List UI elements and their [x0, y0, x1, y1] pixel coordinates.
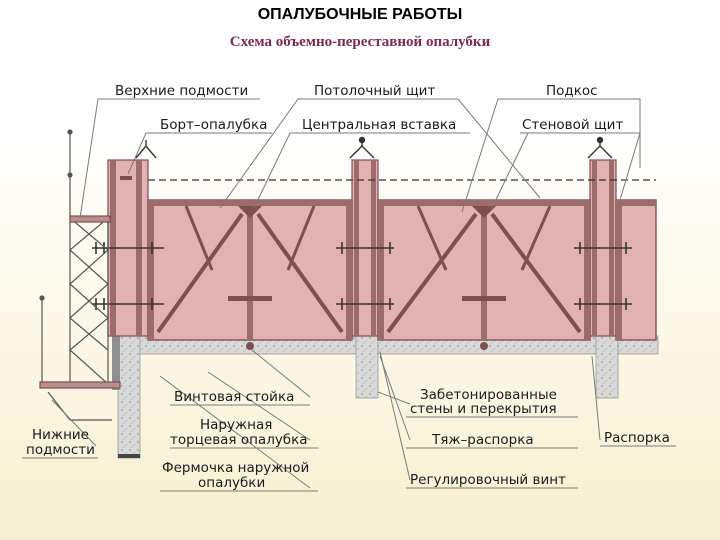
label-concreted-line1: Забетонированные: [420, 387, 557, 403]
label-outer-end-formwork-line1: Наружная: [200, 417, 272, 433]
label-spacer: Распорка: [604, 430, 670, 446]
label-ceiling-panel: Потолочный щит: [314, 83, 435, 99]
outer-scaffold-truss: [39, 129, 121, 421]
label-upper-scaffold: Верхние подмости: [115, 83, 248, 99]
label-central-insert: Центральная вставка: [302, 117, 456, 133]
label-underlines: [22, 98, 676, 492]
label-edge-formwork: Борт–опалубка: [160, 117, 267, 133]
diagram-subtitle: Схема объемно-переставной опалубки: [229, 34, 491, 50]
label-adjusting-screw: Регулировочный винт: [410, 472, 566, 488]
label-brace: Подкос: [546, 83, 598, 99]
label-outer-truss-line2: опалубки: [198, 475, 265, 491]
diagram-labels: Верхние подмости Потолочный щит Подкос Б…: [26, 83, 670, 491]
label-outer-end-formwork-line2: торцевая опалубка: [170, 432, 308, 448]
tie-bolts: [92, 242, 632, 310]
label-outer-truss-line1: Фермочка наружной: [162, 460, 309, 476]
formwork-cell-left: [147, 199, 353, 350]
label-screw-post: Винтовая стойка: [174, 389, 294, 405]
label-concreted-line2: стены и перекрытия: [410, 401, 557, 417]
page-title: ОПАЛУБОЧНЫЕ РАБОТЫ: [257, 6, 463, 23]
label-tie-strut: Тяж–распорка: [431, 432, 534, 448]
label-wall-panel: Стеновой щит: [522, 117, 623, 133]
label-lower-scaffold-line1: Нижние: [32, 427, 89, 443]
formwork-cell-partial: [615, 199, 657, 341]
top-brackets: [135, 136, 613, 159]
label-lower-scaffold-line2: подмости: [26, 442, 95, 458]
formwork-cell-right: [377, 199, 591, 350]
